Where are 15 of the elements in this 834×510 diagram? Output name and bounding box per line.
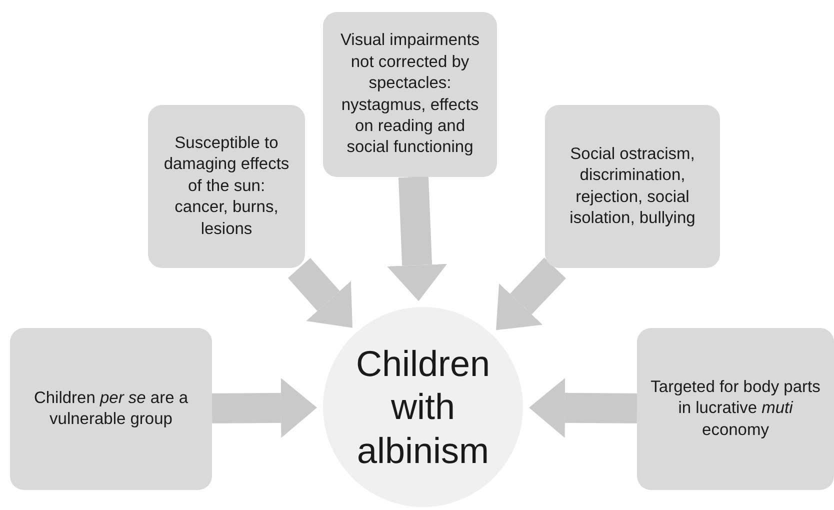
box-text: Susceptible to damaging effects of the sun: cancer, burns, lesions <box>162 132 290 240</box>
text-box <box>323 12 497 177</box>
center-title: Children with albinism <box>354 342 492 472</box>
box-text: Social ostracism, discrimination, rejection, social isolation, bullying <box>568 144 696 229</box>
box-text: Visual impairments not corrected by spectacles: nystagmus, effects on reading and social functioning <box>339 30 481 158</box>
box-text: Children per se are a vulnerable group <box>32 388 190 430</box>
block-arrow <box>387 176 448 302</box>
block-arrow <box>212 378 317 438</box>
box-text: Targeted for body parts in lucrative muti economy <box>650 376 820 441</box>
text-box <box>545 105 720 268</box>
text-box <box>637 328 834 490</box>
block-arrow <box>496 258 566 330</box>
text-box <box>148 105 305 268</box>
block-arrow <box>288 258 352 328</box>
text-box <box>10 328 212 490</box>
